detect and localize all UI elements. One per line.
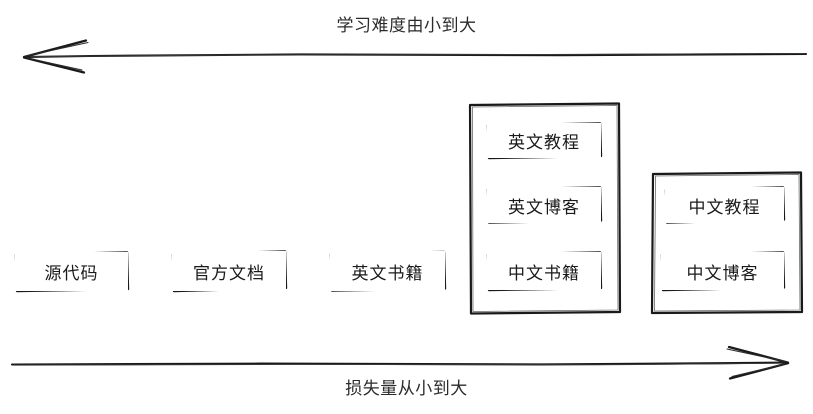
node-official-docs[interactable]: 官方文档 xyxy=(172,251,286,291)
node-chinese-books[interactable]: 中文书籍 xyxy=(487,252,601,290)
node-label: 官方文档 xyxy=(193,263,265,283)
node-chinese-tutorial[interactable]: 中文教程 xyxy=(665,187,784,223)
node-english-books[interactable]: 英文书籍 xyxy=(330,251,445,291)
bottom-axis-label: 损失量从小到大 xyxy=(345,379,468,398)
node-english-tutorial[interactable]: 英文教程 xyxy=(487,123,601,158)
node-english-blog[interactable]: 英文博客 xyxy=(487,187,601,223)
top-axis-arrow xyxy=(22,39,808,74)
top-axis-label: 学习难度由小到大 xyxy=(336,16,477,35)
node-label: 英文书籍 xyxy=(351,263,424,283)
node-label: 英文博客 xyxy=(508,197,580,217)
node-label: 中文书籍 xyxy=(508,263,580,283)
node-chinese-blog[interactable]: 中文博客 xyxy=(661,252,784,290)
node-label: 源代码 xyxy=(44,264,99,283)
node-label: 中文教程 xyxy=(688,197,761,217)
node-label: 英文教程 xyxy=(508,133,580,152)
node-label: 中文博客 xyxy=(686,263,759,283)
node-source-code[interactable]: 源代码 xyxy=(15,252,128,291)
